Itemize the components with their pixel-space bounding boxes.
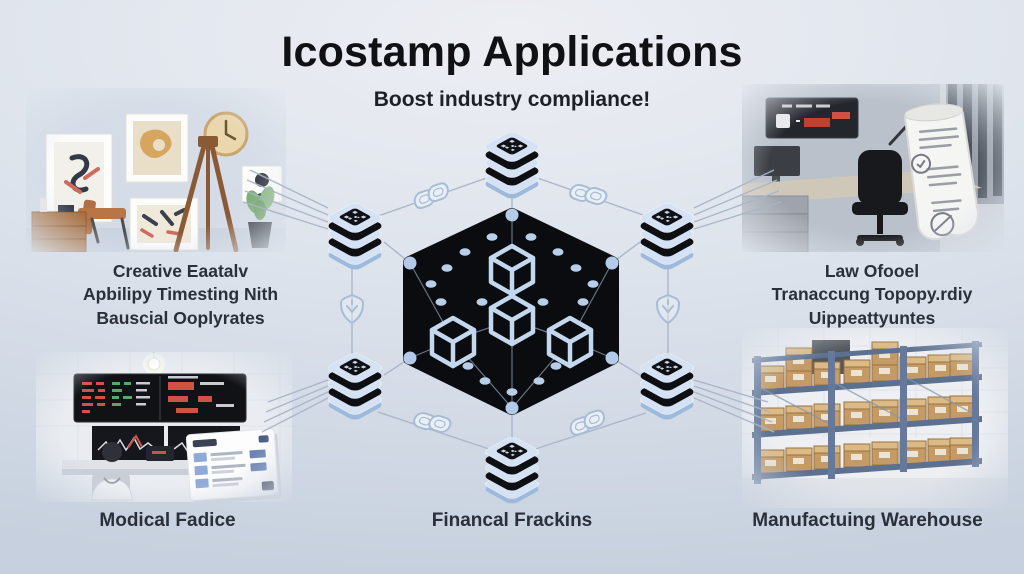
layer-stack-icon [324, 351, 386, 422]
cube-icon [491, 246, 533, 294]
scroll-document-icon [903, 103, 980, 241]
label-line: Tranaccung Topopy.rdiy [771, 284, 973, 305]
shield-check-icon [340, 294, 364, 324]
label-medical: Modical Fadice [99, 510, 236, 531]
framed-art-icon [125, 113, 189, 183]
cube-icon [491, 296, 533, 344]
layer-stack-icon [636, 201, 698, 272]
network-lines [242, 169, 782, 453]
label-line: Uippeattyuntes [808, 307, 936, 328]
chain-link-icon [566, 179, 610, 210]
label-manufacturing: Manufactuing Warehouse [752, 510, 983, 531]
cube-icon [549, 318, 591, 366]
cube-icon [432, 318, 474, 366]
label-line: Bauscial Ooplyrates [96, 307, 265, 328]
label-creative-industry: Creative Eaatalv Apbilipy Timesting Nith… [38, 260, 323, 330]
warehouse-illustration [742, 328, 1008, 508]
layer-stack-icon [481, 435, 543, 506]
network-nodes [403, 208, 619, 415]
person-at-desk [91, 442, 133, 501]
label-financial: Financal Frackins [431, 510, 593, 531]
control-panel-icon [765, 97, 859, 139]
chain-link-icon [410, 407, 454, 438]
label-line: Creative Eaatalv [112, 261, 249, 281]
framed-art-icon [45, 133, 113, 223]
drawer-unit [742, 195, 809, 252]
page-title: Icostamp Applications [281, 28, 743, 76]
trading-desk-scene [36, 352, 292, 502]
framed-art-icon [129, 197, 199, 251]
page-subtitle: Boost industry compliance! [373, 88, 651, 111]
law-office-scene [742, 84, 1004, 252]
laptop-icon [146, 446, 174, 461]
shield-check-icon [656, 294, 680, 324]
layer-stack-icon [636, 351, 698, 422]
floating-record-card [185, 428, 282, 502]
label-line: Apbilipy Timesting Nith [82, 284, 279, 305]
label-law-industry: Law Ofooel Tranaccung Topopy.rdiy Uippea… [722, 260, 1022, 330]
label-line: Law Ofooel [824, 261, 920, 281]
creative-studio-illustration [26, 88, 286, 252]
chain-link-icon [409, 180, 454, 211]
warehouse-scene [742, 328, 1008, 508]
easel-icon [173, 136, 239, 252]
layer-stack-icon [324, 201, 386, 272]
desk [62, 460, 268, 469]
layer-stack-icon [481, 130, 543, 201]
hexagon-dots [425, 233, 599, 396]
law-office-illustration [742, 84, 1004, 252]
hexagon-core-icon [403, 208, 619, 415]
ceiling-light-icon [143, 352, 165, 375]
storage-rack [752, 341, 982, 484]
office-chair-icon [852, 150, 908, 246]
creative-studio-scene [26, 88, 286, 252]
cabinet-icon [31, 198, 87, 252]
stock-ticker-board-icon [73, 373, 247, 423]
trading-desk-illustration [36, 352, 292, 502]
